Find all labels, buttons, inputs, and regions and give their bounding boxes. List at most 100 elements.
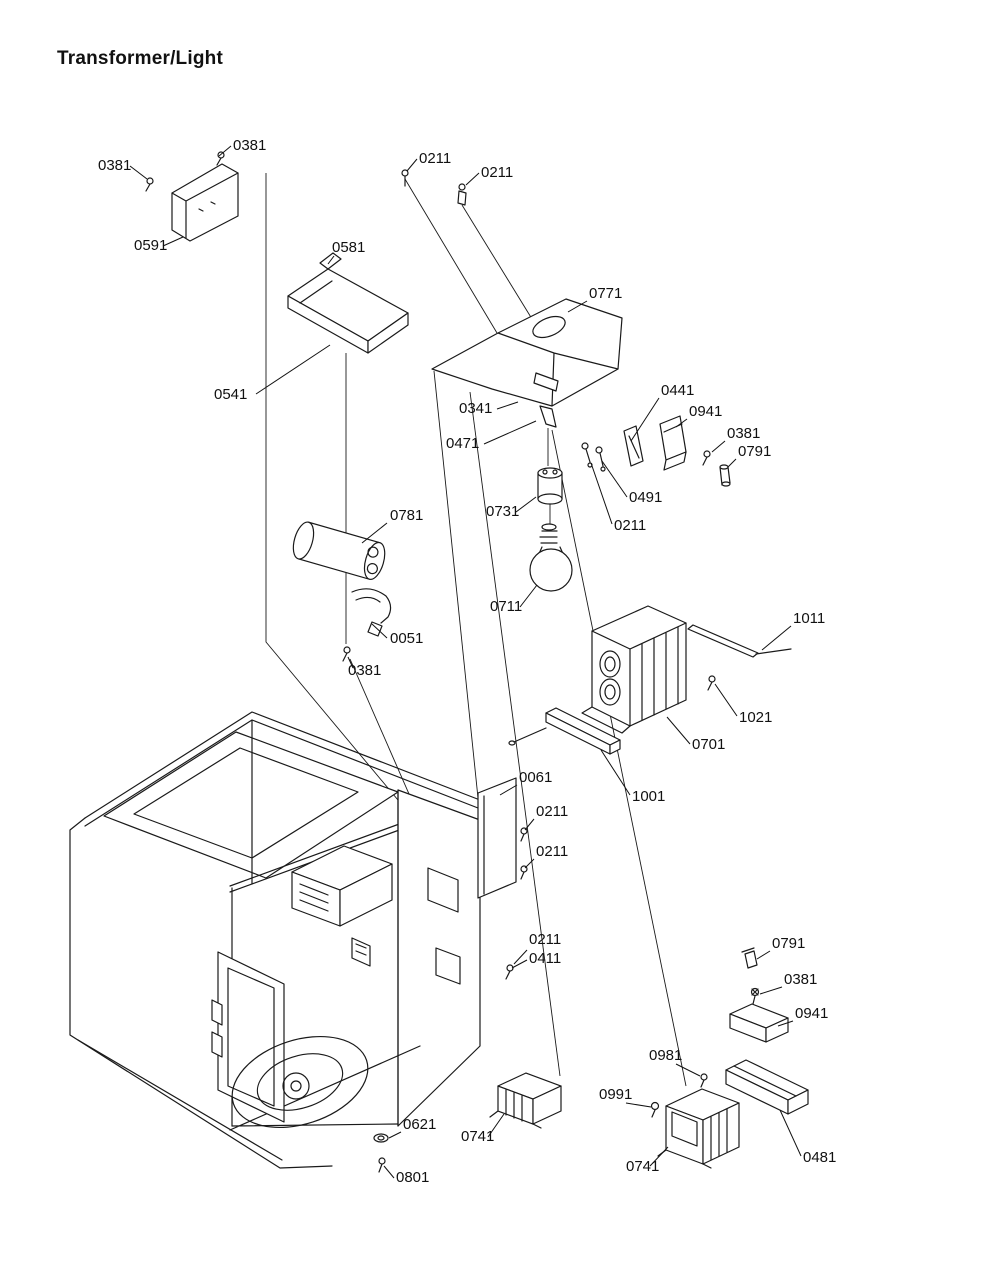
part-label-0981: 0981 xyxy=(649,1047,682,1064)
part-label-0541: 0541 xyxy=(214,386,247,403)
part-label-0991: 0991 xyxy=(599,1086,632,1103)
part-label-0341: 0341 xyxy=(459,400,492,417)
leader-line xyxy=(218,145,232,157)
leader-line xyxy=(513,949,528,965)
bracket-0941-upper xyxy=(659,415,687,471)
light-bulb-0711 xyxy=(529,523,573,592)
part-label-0471: 0471 xyxy=(446,435,479,452)
bracket-0941-lower xyxy=(729,1003,789,1043)
part-label-0411: 0411 xyxy=(529,950,561,967)
leader-line xyxy=(406,158,418,172)
leader-line xyxy=(756,950,771,960)
part-label-0381: 0381 xyxy=(348,662,381,679)
transformer-0741-right xyxy=(657,1088,740,1169)
screw-0381-upper-right xyxy=(702,450,711,466)
chassis xyxy=(69,711,481,1169)
part-label-0771: 0771 xyxy=(589,285,622,302)
bracket-0591 xyxy=(145,151,239,242)
leader-line xyxy=(515,496,537,513)
panel-0061 xyxy=(477,777,517,899)
leader-line xyxy=(483,420,537,445)
leader-line xyxy=(388,1131,402,1139)
part-label-0711: 0711 xyxy=(490,598,522,615)
latch-0441 xyxy=(623,425,644,467)
part-label-0211: 0211 xyxy=(536,843,568,860)
leader-line xyxy=(496,401,519,410)
leader-line xyxy=(625,1102,652,1108)
part-label-0051: 0051 xyxy=(390,630,423,647)
screw-0381-lower xyxy=(750,987,760,1005)
part-label-0941: 0941 xyxy=(689,403,722,420)
leader-line xyxy=(714,683,738,717)
leader-line xyxy=(675,1063,701,1077)
bracket-1001 xyxy=(508,707,621,755)
cover-0771 xyxy=(431,298,623,428)
leader-line xyxy=(600,749,631,796)
leader-line xyxy=(383,1165,395,1179)
screw-0381-icon xyxy=(146,177,154,185)
leader-line xyxy=(666,716,691,745)
lamp-socket-0731 xyxy=(537,467,563,505)
screw-0981 xyxy=(700,1073,708,1088)
screw-0211-panel-b xyxy=(520,865,528,880)
capacitor-0781 xyxy=(292,521,386,580)
leader-line xyxy=(347,656,354,669)
screw-0211-top-right xyxy=(457,183,467,206)
leader-line xyxy=(727,458,737,468)
part-label-0211: 0211 xyxy=(419,150,451,167)
leader-line xyxy=(761,625,792,651)
leader-line xyxy=(524,818,535,831)
leader-line xyxy=(590,462,613,525)
part-label-0581: 0581 xyxy=(332,239,365,256)
spacer-0791-upper xyxy=(719,464,731,487)
part-label-0801: 0801 xyxy=(396,1169,429,1186)
part-label-0791: 0791 xyxy=(738,443,771,460)
leader-line xyxy=(777,1020,794,1027)
leader-line xyxy=(499,784,518,796)
leader-line xyxy=(519,584,538,608)
part-label-0741: 0741 xyxy=(461,1128,494,1145)
clamp-0051 xyxy=(351,588,392,637)
screw-0801 xyxy=(378,1157,386,1173)
leader-line xyxy=(465,172,480,186)
part-label-0731: 0731 xyxy=(486,503,519,520)
part-label-0481: 0481 xyxy=(803,1149,836,1166)
part-label-1011: 1011 xyxy=(793,610,825,627)
leader-line xyxy=(524,858,535,869)
part-label-0941: 0941 xyxy=(795,1005,828,1022)
leader-line xyxy=(779,1109,802,1157)
part-label-0621: 0621 xyxy=(403,1116,436,1133)
part-label-0211: 0211 xyxy=(614,517,646,534)
screw-0991 xyxy=(650,1101,660,1118)
leader-line xyxy=(162,236,184,247)
leader-line xyxy=(255,344,331,395)
screw-0211-0411 xyxy=(505,964,514,980)
leader-line xyxy=(361,522,388,544)
part-label-1001: 1001 xyxy=(632,788,665,805)
part-label-0741: 0741 xyxy=(626,1158,659,1175)
part-label-0211: 0211 xyxy=(536,803,568,820)
leader-line xyxy=(601,460,628,498)
leader-line xyxy=(371,623,388,639)
part-label-0211: 0211 xyxy=(481,164,513,181)
leader-line xyxy=(487,1113,505,1138)
leader-line xyxy=(649,1146,669,1167)
part-label-0211: 0211 xyxy=(529,931,561,948)
screw-1021 xyxy=(707,675,716,691)
part-label-0381: 0381 xyxy=(727,425,760,442)
leader-line xyxy=(711,440,726,453)
screw-0381-mid xyxy=(342,646,351,662)
screw-0211-panel-a xyxy=(520,827,528,842)
rod-1011 xyxy=(687,624,792,658)
part-label-0381: 0381 xyxy=(98,157,131,174)
grommet-0621 xyxy=(373,1133,389,1143)
part-label-0061: 0061 xyxy=(519,769,552,786)
transformer-0741-left xyxy=(489,1072,562,1129)
part-label-0781: 0781 xyxy=(390,507,423,524)
screw-0491 xyxy=(595,446,606,472)
channel-0481 xyxy=(725,1059,809,1115)
part-label-0591: 0591 xyxy=(134,237,167,254)
bracket-0581 xyxy=(287,252,409,354)
